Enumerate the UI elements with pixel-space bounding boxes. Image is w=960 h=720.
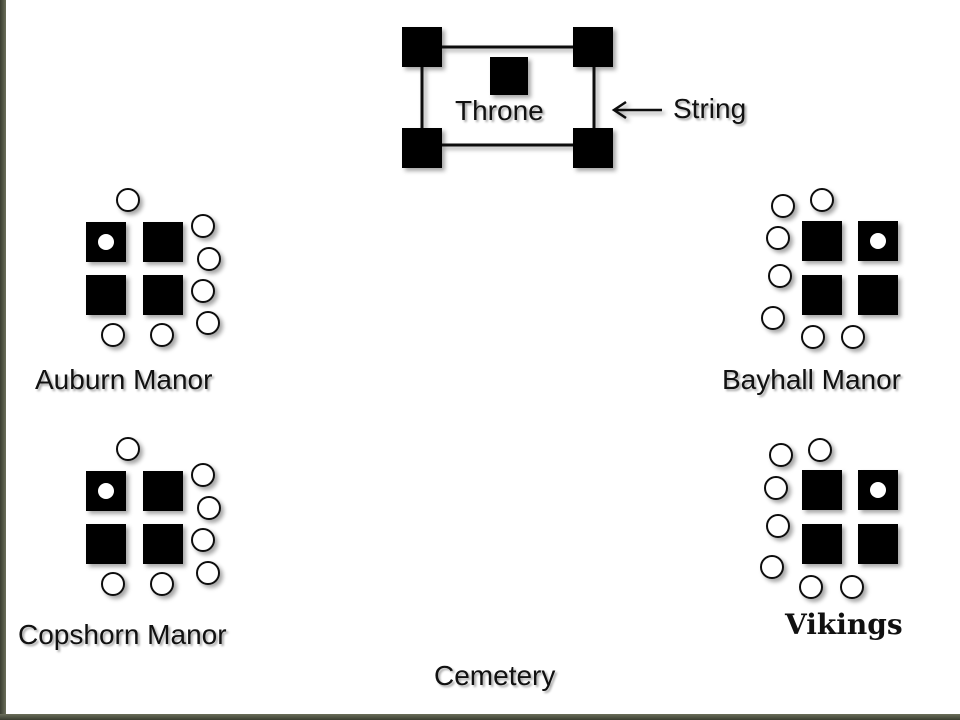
manor-stone bbox=[143, 471, 183, 511]
throne-corner-stone-tl bbox=[402, 27, 442, 67]
string-label: String bbox=[673, 93, 747, 124]
bayhall-manor-stones bbox=[802, 221, 898, 315]
pebble bbox=[191, 463, 215, 487]
pebble bbox=[196, 311, 220, 335]
pebble bbox=[769, 443, 793, 467]
cemetery-label: Cemetery bbox=[434, 660, 556, 691]
pebble bbox=[801, 325, 825, 349]
throne-label: Throne bbox=[455, 95, 544, 126]
pebble bbox=[116, 188, 140, 212]
throne-corner-stone-tr bbox=[573, 27, 613, 67]
throne-corner-stone-br bbox=[573, 128, 613, 168]
manor-stone bbox=[86, 275, 126, 315]
pebble bbox=[191, 279, 215, 303]
pebble bbox=[771, 194, 795, 218]
manor-stone bbox=[86, 524, 126, 564]
manor-stone bbox=[143, 524, 183, 564]
pebble bbox=[101, 323, 125, 347]
manor-stone bbox=[143, 275, 183, 315]
pebble bbox=[760, 555, 784, 579]
pebble bbox=[101, 572, 125, 596]
manor-stone bbox=[802, 275, 842, 315]
pebble bbox=[766, 514, 790, 538]
pebble bbox=[840, 575, 864, 599]
manor-stone bbox=[858, 524, 898, 564]
white-dot-marker bbox=[98, 234, 114, 250]
pebble bbox=[150, 323, 174, 347]
pebble bbox=[799, 575, 823, 599]
pebble bbox=[150, 572, 174, 596]
manor-stone bbox=[143, 222, 183, 262]
throne-center-stone bbox=[490, 57, 528, 95]
frame-bottom-border bbox=[0, 714, 960, 720]
pebble bbox=[761, 306, 785, 330]
pebble bbox=[764, 476, 788, 500]
string-arrow bbox=[611, 100, 662, 120]
bayhall-manor-pebbles bbox=[761, 188, 865, 349]
pebble bbox=[808, 438, 832, 462]
vikings-stones bbox=[802, 470, 898, 564]
white-dot-marker bbox=[870, 482, 886, 498]
copshorn-manor-stones bbox=[86, 471, 183, 564]
white-dot-marker bbox=[870, 233, 886, 249]
pebble bbox=[197, 496, 221, 520]
pebble bbox=[841, 325, 865, 349]
auburn-manor-pebbles bbox=[101, 188, 221, 347]
pebble bbox=[766, 226, 790, 250]
pebble bbox=[191, 214, 215, 238]
pebble bbox=[116, 437, 140, 461]
pebble bbox=[191, 528, 215, 552]
frame-left-border bbox=[0, 0, 6, 720]
vikings-pebbles bbox=[760, 438, 864, 599]
throne-string-boundary bbox=[420, 45, 596, 147]
manor-stone bbox=[802, 221, 842, 261]
white-dot-marker bbox=[98, 483, 114, 499]
pebble bbox=[768, 264, 792, 288]
vikings-label: Vikings bbox=[785, 608, 903, 641]
manor-stone bbox=[802, 470, 842, 510]
pebble bbox=[196, 561, 220, 585]
manor-stone bbox=[858, 275, 898, 315]
manor-stone bbox=[802, 524, 842, 564]
auburn-manor-stones bbox=[86, 222, 183, 315]
copshorn-manor-label: Copshorn Manor bbox=[18, 619, 227, 650]
copshorn-manor-pebbles bbox=[101, 437, 221, 596]
bayhall-manor-label: Bayhall Manor bbox=[722, 364, 901, 395]
throne-corner-stone-bl bbox=[402, 128, 442, 168]
throne-group bbox=[402, 27, 613, 168]
auburn-manor-label: Auburn Manor bbox=[35, 364, 213, 395]
pebble bbox=[810, 188, 834, 212]
pebble bbox=[197, 247, 221, 271]
